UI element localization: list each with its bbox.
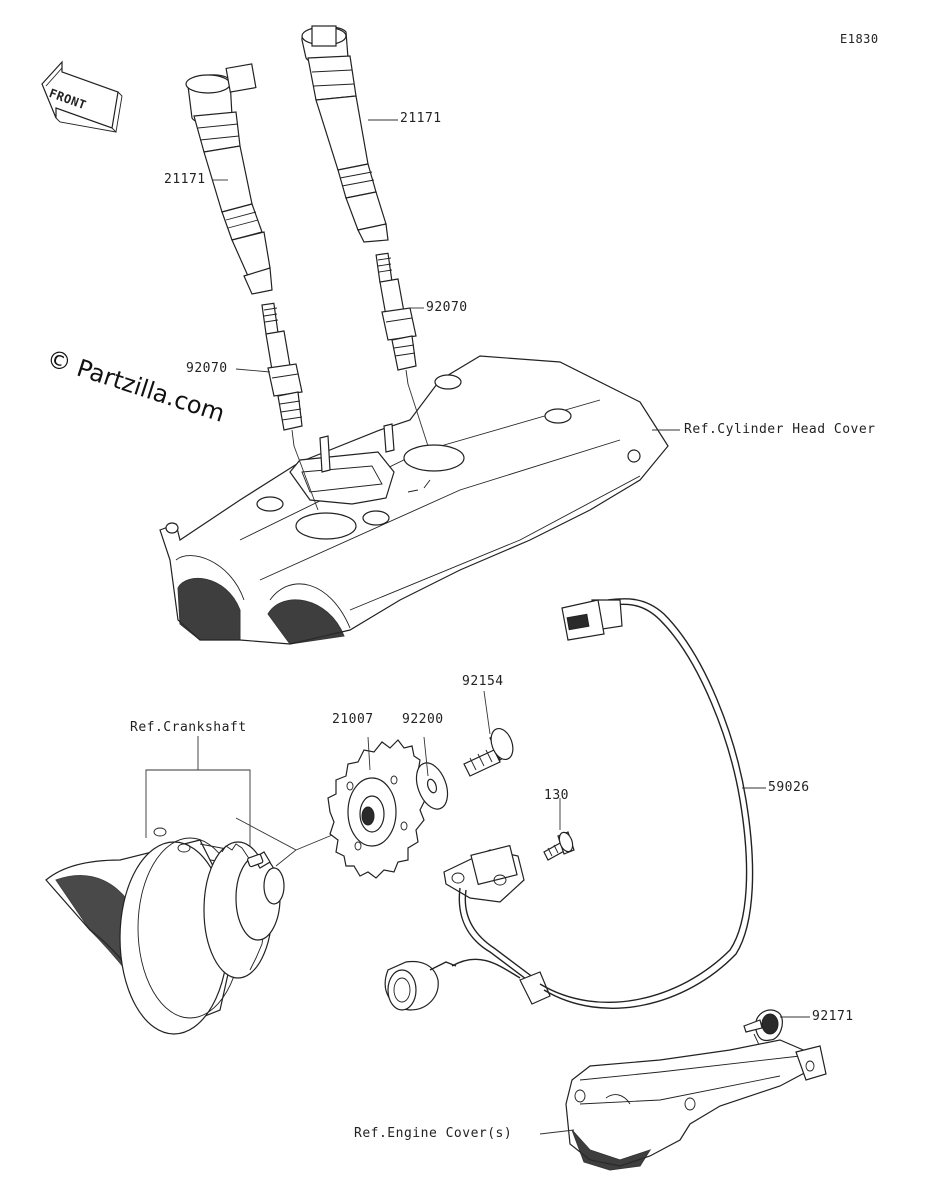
part-130[interactable]: 130 xyxy=(544,788,569,803)
timing-rotor xyxy=(327,739,427,879)
part-21171-rear[interactable]: 21171 xyxy=(164,172,206,187)
washer xyxy=(415,762,449,810)
leader-lines xyxy=(213,119,810,1135)
ref-engine-cover[interactable]: Ref.Engine Cover(s) xyxy=(354,1126,513,1141)
front-arrow-icon xyxy=(41,60,123,133)
crankshaft-flywheel xyxy=(45,827,285,1035)
rotor-bolt xyxy=(463,727,514,777)
crankshaft-key xyxy=(247,853,264,868)
ignition-coil-front xyxy=(301,25,389,243)
part-59026[interactable]: 59026 xyxy=(768,780,810,795)
spark-plug-front xyxy=(261,302,303,447)
crank-sensor-harness xyxy=(384,598,754,1011)
clamp xyxy=(743,1009,783,1065)
diagram-id: E1830 xyxy=(840,32,879,46)
engine-cover xyxy=(565,1039,827,1171)
sensor-bolt xyxy=(543,831,575,861)
ref-cylinder-head-cover[interactable]: Ref.Cylinder Head Cover xyxy=(684,422,876,437)
spark-plug-rear xyxy=(375,252,417,385)
part-92070-rear[interactable]: 92070 xyxy=(426,300,468,315)
part-21171-front[interactable]: 21171 xyxy=(400,111,442,126)
part-92200[interactable]: 92200 xyxy=(402,712,444,727)
cylinder-head-cover xyxy=(159,355,669,645)
part-21007[interactable]: 21007 xyxy=(332,712,374,727)
part-92070-front[interactable]: 92070 xyxy=(186,361,228,376)
part-92171[interactable]: 92171 xyxy=(812,1009,854,1024)
ref-crankshaft[interactable]: Ref.Crankshaft xyxy=(130,720,247,735)
part-92154[interactable]: 92154 xyxy=(462,674,504,689)
ignition-coil-rear xyxy=(185,63,273,295)
